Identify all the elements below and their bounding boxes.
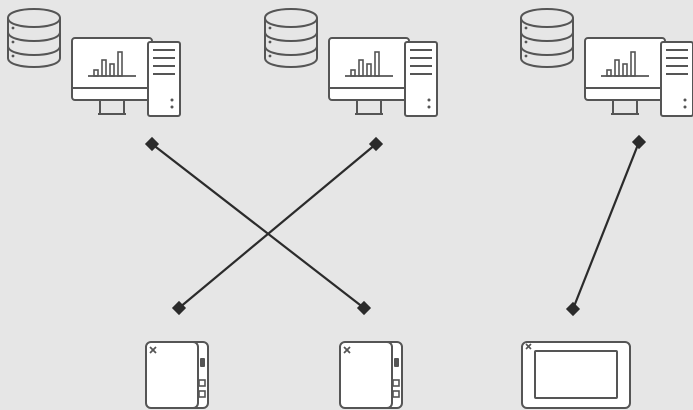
tower-icon — [660, 41, 693, 117]
device-2 — [339, 341, 403, 409]
workstation-2 — [264, 8, 438, 117]
connection-ws1-device2 — [144, 136, 372, 316]
tower-icon — [147, 41, 181, 117]
portable-device-icon — [145, 341, 209, 409]
monitor-chart-icon — [71, 37, 153, 115]
device-3 — [521, 341, 631, 409]
connection-ws2-device1 — [171, 136, 384, 316]
workstation-3 — [520, 8, 693, 117]
connection-ws3-device3 — [565, 134, 647, 317]
database-icon — [7, 8, 61, 68]
monitor-chart-icon — [328, 37, 410, 115]
device-1 — [145, 341, 209, 409]
tower-icon — [404, 41, 438, 117]
connector-end-marker — [565, 301, 581, 317]
database-icon — [520, 8, 574, 68]
monitor-chart-icon — [584, 37, 666, 115]
workstation-1 — [7, 8, 181, 117]
portable-device-icon — [339, 341, 403, 409]
display-panel-icon — [521, 341, 631, 409]
connector-end-marker — [631, 134, 647, 150]
database-icon — [264, 8, 318, 68]
